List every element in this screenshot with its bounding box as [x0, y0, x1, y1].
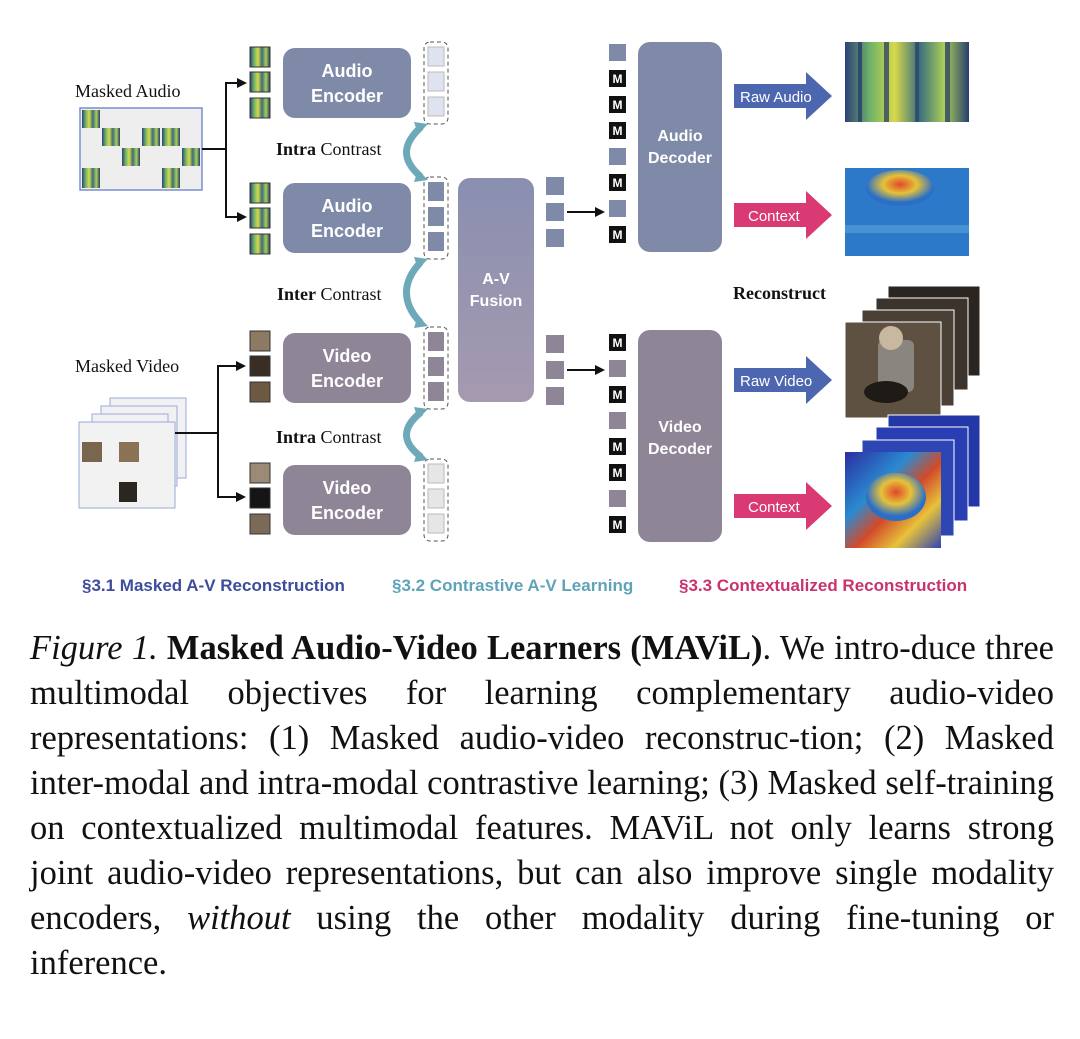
- audio-encoder-2-line1: Audio: [322, 196, 373, 216]
- fused-video-tokens: [546, 335, 564, 405]
- video-decoder-mask-token-label: M: [613, 466, 623, 480]
- video-decoder-line2: Decoder: [648, 441, 712, 458]
- audio-split-arrows: [202, 78, 247, 222]
- audio-decoder-mask-token: [609, 70, 626, 87]
- video-decoder-mask-token: [609, 464, 626, 481]
- raw-audio-arrow: Raw Audio: [734, 72, 832, 120]
- fusion-line1: A-V: [482, 271, 510, 288]
- video-patches-1: [249, 330, 271, 403]
- contrast-arrows: [403, 124, 424, 460]
- legend-contextualized: §3.3 Contextualized Reconstruction: [679, 576, 967, 595]
- video-decoder-line1: Video: [658, 419, 702, 436]
- video-encoder-2: Video Encoder: [283, 465, 411, 535]
- reconstruct-label: Reconstruct: [733, 283, 826, 303]
- video-encoder-1-line1: Video: [323, 346, 372, 366]
- fused-audio-tokens: [546, 177, 564, 247]
- audio-decoder-visible-token: [609, 148, 626, 165]
- contrast-label-intra-audio: Intra Contrast: [276, 139, 382, 159]
- audio-decoder-visible-token: [609, 200, 626, 217]
- video-encoder-1: Video Encoder: [283, 333, 411, 403]
- audio-context-label: Context: [748, 208, 801, 225]
- video-encoder-1-line2: Encoder: [311, 371, 383, 391]
- caption-body-2: using the other modality during fine-tun…: [30, 899, 1054, 982]
- audio-encoder-1: Audio Encoder: [283, 48, 411, 118]
- video-decoder-mask-token: [609, 334, 626, 351]
- audio-context-heatmap: [845, 168, 969, 256]
- audio-encoder-1-line1: Audio: [322, 61, 373, 81]
- audio-decoder-line2: Decoder: [648, 150, 712, 167]
- audio-context-arrow: Context: [734, 191, 832, 239]
- raw-video-arrow: Raw Video: [734, 356, 832, 404]
- audio-decoder: Audio Decoder: [638, 42, 722, 252]
- masked-audio-label: Masked Audio: [75, 81, 181, 101]
- video-encoder-2-line1: Video: [323, 478, 372, 498]
- video-context-arrow: Context: [734, 482, 832, 530]
- legend-reconstruction: §3.1 Masked A-V Reconstruction: [82, 576, 345, 595]
- video-tokens-1: [423, 326, 449, 410]
- audio-decoder-mask-token: [609, 226, 626, 243]
- video-split-arrows: [175, 361, 246, 502]
- mavil-diagram: Masked Audio Masked Video: [75, 41, 981, 595]
- figure-caption: Figure 1. Masked Audio-Video Learners (M…: [30, 626, 1054, 986]
- audio-tokens-1: [423, 41, 449, 125]
- video-decoder-mask-token: [609, 516, 626, 533]
- audio-decoder-mask-token-label: M: [613, 124, 623, 138]
- video-decoder-mask-token-label: M: [613, 518, 623, 532]
- audio-patches-1: [249, 46, 271, 119]
- raw-video-label: Raw Video: [740, 373, 812, 390]
- video-patches-2: [249, 462, 271, 535]
- video-decoder: Video Decoder: [638, 330, 722, 542]
- masked-video-frames: [78, 397, 187, 509]
- video-decoder-mask-token: [609, 386, 626, 403]
- audio-encoder-1-line2: Encoder: [311, 86, 383, 106]
- caption-title: Masked Audio-Video Learners (MAViL): [166, 629, 763, 667]
- audio-encoder-2-line2: Encoder: [311, 221, 383, 241]
- masked-video-label: Masked Video: [75, 356, 179, 376]
- video-context-heatmaps: [845, 414, 981, 548]
- video-decoder-mask-token-label: M: [613, 388, 623, 402]
- contrast-label-inter: Inter Contrast: [277, 284, 382, 304]
- fusion-line2: Fusion: [470, 293, 522, 310]
- legend-contrastive: §3.2 Contrastive A-V Learning: [392, 576, 633, 595]
- audio-decoder-mask-token-label: M: [613, 72, 623, 86]
- video-encoder-2-line2: Encoder: [311, 503, 383, 523]
- audio-decoder-mask-token-label: M: [613, 228, 623, 242]
- video-decoder-mask-token: [609, 438, 626, 455]
- raw-audio-spectrogram: [845, 42, 969, 122]
- video-context-label: Context: [748, 499, 801, 516]
- caption-emphasis: without: [187, 899, 291, 937]
- audio-decoder-line1: Audio: [657, 128, 703, 145]
- video-decoder-visible-token: [609, 412, 626, 429]
- audio-decoder-mask-token-label: M: [613, 176, 623, 190]
- audio-decoder-mask-token: [609, 174, 626, 191]
- video-decoder-visible-token: [609, 490, 626, 507]
- raw-audio-label: Raw Audio: [740, 89, 812, 106]
- audio-tokens-2: [423, 176, 449, 260]
- video-decoder-mask-token-label: M: [613, 336, 623, 350]
- video-decoder-mask-token-label: M: [613, 440, 623, 454]
- av-fusion-block: A-V Fusion: [458, 178, 534, 402]
- audio-decoder-mask-token-label: M: [613, 98, 623, 112]
- audio-decoder-visible-token: [609, 44, 626, 61]
- audio-patches-2: [249, 182, 271, 255]
- masked-audio-spectrogram: [79, 107, 203, 191]
- audio-decoder-mask-token: [609, 96, 626, 113]
- caption-body-1: . We intro-duce three multimodal objecti…: [30, 629, 1054, 937]
- audio-encoder-2: Audio Encoder: [283, 183, 411, 253]
- contrast-label-intra-video: Intra Contrast: [276, 427, 382, 447]
- video-tokens-2: [423, 458, 449, 542]
- figure-label: Figure 1.: [30, 629, 158, 667]
- contrast-arrowheads: [414, 122, 428, 462]
- audio-decoder-mask-token: [609, 122, 626, 139]
- raw-video-frames: [844, 285, 981, 419]
- video-decoder-visible-token: [609, 360, 626, 377]
- fused-to-decoder-arrows: [567, 207, 605, 375]
